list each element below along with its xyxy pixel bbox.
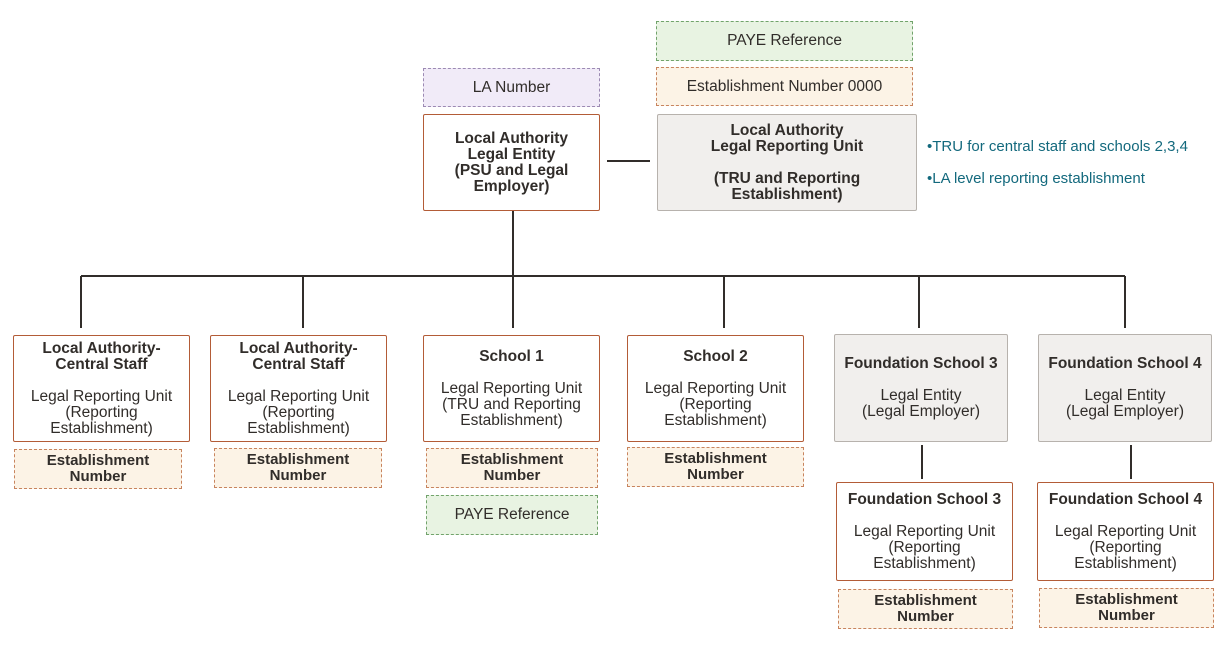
la-legal-reporting-unit: Local Authority Legal Reporting Unit (TR…: [657, 114, 917, 211]
central-staff-2-lru: Local Authority- Central Staff Legal Rep…: [210, 335, 387, 442]
establishment-number-0000: Establishment Number 0000: [656, 67, 913, 106]
school-1-establishment: Establishment Number: [426, 448, 598, 488]
central-staff-1-title: Local Authority- Central Staff: [42, 339, 161, 373]
foundation-3-lru: Foundation School 3 Legal Reporting Unit…: [836, 482, 1013, 581]
school-2-subtitle: Legal Reporting Unit (Reporting Establis…: [644, 379, 787, 429]
la-legal-entity-title: Local Authority Legal Entity (PSU and Le…: [454, 129, 569, 195]
foundation-3-le-title: Foundation School 3: [844, 355, 998, 372]
central-staff-1-lru: Local Authority- Central Staff Legal Rep…: [13, 335, 190, 442]
la-legal-entity: Local Authority Legal Entity (PSU and Le…: [423, 114, 600, 211]
foundation-3-establishment-label: Establishment Number: [874, 592, 977, 625]
foundation-3-lru-title: Foundation School 3: [847, 490, 1002, 508]
school-2-establishment-label: Establishment Number: [664, 450, 767, 483]
foundation-4-legal-entity: Foundation School 4 Legal Entity (Legal …: [1038, 334, 1212, 442]
establishment-number-0000-label: Establishment Number 0000: [686, 77, 883, 95]
school-1-paye-reference: PAYE Reference: [426, 495, 598, 535]
school-1-establishment-label: Establishment Number: [460, 451, 564, 484]
la-number-label: LA Number: [472, 78, 551, 96]
central-staff-1-subtitle: Legal Reporting Unit (Reporting Establis…: [30, 387, 173, 437]
school-1-paye-reference-label: PAYE Reference: [454, 506, 570, 523]
foundation-4-le-title: Foundation School 4: [1048, 355, 1202, 372]
school-1-subtitle: Legal Reporting Unit (TRU and Reporting …: [440, 379, 583, 429]
central-staff-2-title: Local Authority- Central Staff: [239, 339, 358, 373]
foundation-3-lru-subtitle: Legal Reporting Unit (Reporting Establis…: [853, 522, 996, 572]
foundation-4-establishment: Establishment Number: [1039, 588, 1214, 628]
school-2-title: School 2: [683, 347, 748, 365]
la-lru-subtitle: (TRU and Reporting Establishment): [713, 169, 861, 203]
la-lru-title: Local Authority Legal Reporting Unit: [710, 121, 864, 155]
foundation-3-legal-entity: Foundation School 3 Legal Entity (Legal …: [834, 334, 1008, 442]
foundation-4-lru-title: Foundation School 4: [1048, 490, 1203, 508]
central-staff-2-establishment: Establishment Number: [214, 448, 382, 488]
paye-reference-top: PAYE Reference: [656, 21, 913, 61]
central-staff-1-establishment: Establishment Number: [14, 449, 182, 489]
school-1-lru: School 1 Legal Reporting Unit (TRU and R…: [423, 335, 600, 442]
central-staff-2-establishment-label: Establishment Number: [246, 451, 350, 484]
foundation-4-establishment-label: Establishment Number: [1075, 591, 1178, 624]
foundation-4-le-subtitle: Legal Entity (Legal Employer): [1065, 387, 1185, 420]
la-number: LA Number: [423, 68, 600, 107]
school-1-title: School 1: [479, 347, 544, 365]
school-2-lru: School 2 Legal Reporting Unit (Reporting…: [627, 335, 804, 442]
note-tru: •TRU for central staff and schools 2,3,4: [927, 138, 1188, 155]
paye-reference-label: PAYE Reference: [727, 32, 842, 49]
foundation-4-lru-subtitle: Legal Reporting Unit (Reporting Establis…: [1054, 522, 1197, 572]
central-staff-2-subtitle: Legal Reporting Unit (Reporting Establis…: [227, 387, 370, 437]
foundation-4-lru: Foundation School 4 Legal Reporting Unit…: [1037, 482, 1214, 581]
note-la-level: •LA level reporting establishment: [927, 170, 1145, 187]
school-2-establishment: Establishment Number: [627, 447, 804, 487]
central-staff-1-establishment-label: Establishment Number: [46, 452, 150, 485]
foundation-3-establishment: Establishment Number: [838, 589, 1013, 629]
foundation-3-le-subtitle: Legal Entity (Legal Employer): [861, 387, 981, 420]
